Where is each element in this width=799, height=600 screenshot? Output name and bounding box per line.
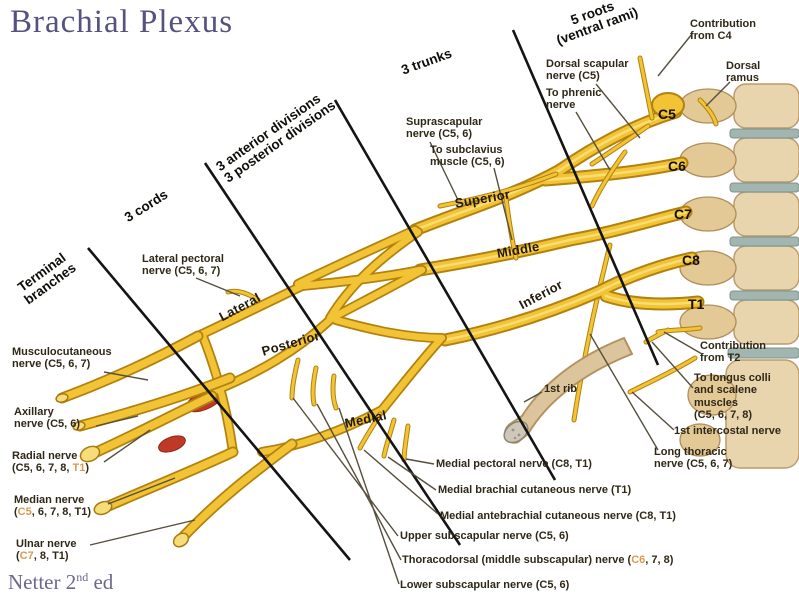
credit-tail: ed [88,570,114,594]
ulnar-roots-post: , 8, T1) [33,550,69,563]
leader-lines [89,33,731,585]
label-to-longus-colli: To longus colli and scalene muscles (C5,… [694,372,771,421]
median-name: Median nerve [14,494,85,506]
ulnar-roots-fade: C7 [19,550,34,563]
vertebra-label-c5: C5 [658,106,676,122]
radial-roots-fade: T1 [72,462,86,475]
median-roots-fade: C5 [17,506,32,519]
ulnar-roots-pre: ( [16,550,20,563]
nerve-cut-ends [55,393,190,548]
thoracodorsal-pre: Thoracodorsal (middle subscapular) nerve… [402,554,632,566]
long-thoracic-nerve [571,242,613,423]
label-ulnar-nerve: Ulnar nerve(C7, 8, T1) [16,538,77,563]
label-radial-nerve: Radial nerve(C5, 6, 7, 8, T1) [12,450,89,475]
vertebra-label-c6: C6 [668,158,686,174]
vertebra-label-c8: C8 [682,252,700,268]
label-dorsal-scapular-nerve: Dorsal scapular nerve (C5) [546,58,629,83]
label-axillary-nerve: Axillary nerve (C5, 6) [14,406,81,431]
label-medial-brachial-cutaneous-nerve: Medial brachial cutaneous nerve (T1) [438,484,632,496]
label-medial-antebrachial-cutaneous-nerve: Medial antebrachial cutaneous nerve (C8,… [440,510,676,522]
label-upper-subscapular-nerve: Upper subscapular nerve (C5, 6) [400,530,569,542]
label-median-nerve: Median nerve(C5, 6, 7, 8, T1) [14,494,91,519]
radial-roots-pre: (C5, 6, 7, 8, [12,462,73,475]
thoracodorsal-fade: C6 [631,554,646,566]
thoracodorsal-post: , 7, 8) [645,554,674,566]
root-junction-blob [651,92,685,118]
label-contribution-from-t2: Contribution from T2 [700,340,766,365]
label-suprascapular-nerve: Suprascapular nerve (C5, 6) [406,116,483,141]
median-roots-pre: ( [14,506,18,519]
label-dorsal-ramus: Dorsal ramus [726,60,761,85]
label-contribution-from-c4: Contribution from C4 [690,18,756,43]
radial-roots-post: ) [85,462,90,475]
label-musculocutaneous-nerve: Musculocutaneous nerve (C5, 6, 7) [12,346,112,371]
ulnar-name: Ulnar nerve [16,538,77,550]
label-lower-subscapular-nerve: Lower subscapular nerve (C5, 6) [400,579,570,591]
first-rib [503,336,634,444]
nerve-plexus [55,58,716,548]
vertebra-label-t1: T1 [688,296,705,312]
median-roots-post: , 6, 7, 8, T1) [31,506,92,519]
label-long-thoracic-nerve: Long thoracic nerve (C5, 6, 7) [654,446,733,471]
credit-superscript: nd [76,570,89,584]
label-lateral-pectoral-nerve: Lateral pectoral nerve (C5, 6, 7) [142,253,224,278]
label-first-intercostal-nerve: 1st intercostal nerve [674,425,781,437]
label-thoracodorsal-nerve: Thoracodorsal (middle subscapular) nerve… [402,554,673,566]
vertebra-label-c7: C7 [674,206,692,222]
label-medial-pectoral-nerve: Medial pectoral nerve (C8, T1) [436,458,592,470]
section-divider-lines [87,29,660,561]
label-to-subclavius-muscle: To subclavius muscle (C5, 6) [430,144,505,169]
radial-name: Radial nerve [12,450,78,462]
label-first-rib: 1st rib [544,383,578,395]
label-to-phrenic-nerve: To phrenic nerve [546,87,602,112]
source-credit: Netter 2nd ed [8,570,113,595]
credit-text: Netter 2 [8,570,77,594]
page-title: Brachial Plexus [10,4,234,40]
